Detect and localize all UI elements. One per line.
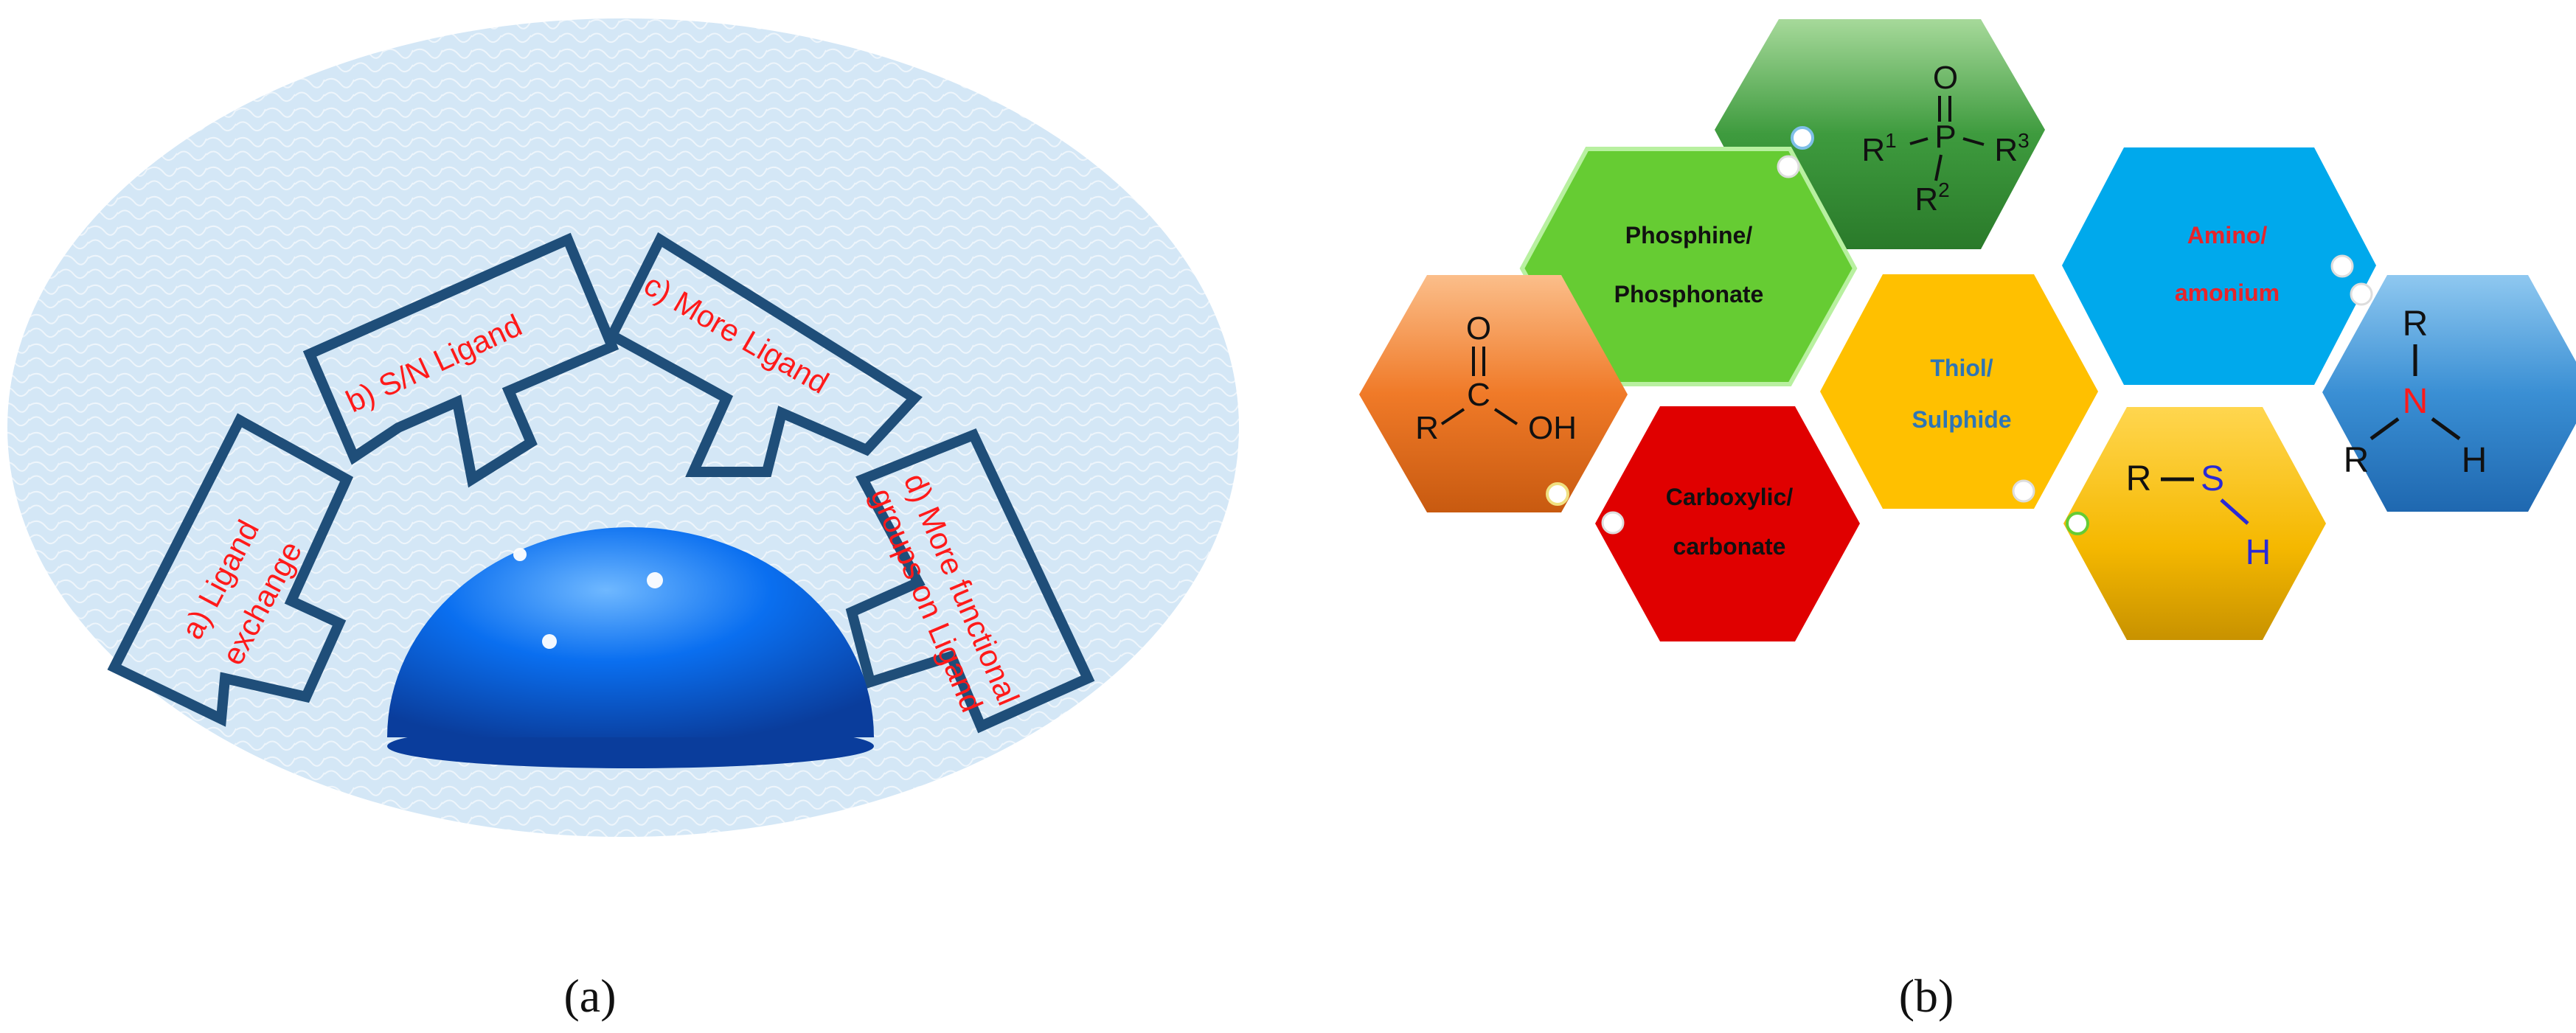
- hex-shape: [2062, 147, 2376, 385]
- r3-symbol: R: [1994, 132, 2018, 168]
- dome-highlight: [647, 572, 663, 588]
- dome-body: [387, 527, 874, 737]
- atom-o: O: [1466, 310, 1491, 347]
- bond: [2370, 417, 2400, 441]
- hex-phosphine-line1: Phosphine/: [1625, 222, 1753, 248]
- arrow-d-outline: [845, 428, 1095, 734]
- hex-thiol-structure: R S H: [2063, 407, 2326, 640]
- hex-shape: [2063, 407, 2326, 640]
- hex-dot: [1546, 482, 1569, 506]
- atom-r: R: [2126, 459, 2152, 498]
- hex-thiol-line2: Sulphide: [1912, 406, 2011, 433]
- arrow-a-outline: [107, 413, 354, 727]
- atom-p: P: [1934, 119, 1956, 155]
- atom-oh: OH: [1528, 410, 1577, 446]
- arrow-b-outline: [302, 232, 619, 488]
- arrow-c-outline: [605, 232, 923, 477]
- hex-carboxylic-structure: O C R OH: [1359, 275, 1628, 512]
- panel-a: a) Ligand exchange b) S/N Ligand c) More…: [7, 18, 1239, 1022]
- hex-thiol-line1: Thiol/: [1930, 355, 1993, 381]
- bond: [1962, 137, 1985, 146]
- hex-shape: [1359, 275, 1628, 512]
- substrate-ellipse: [7, 18, 1239, 837]
- dome-highlight: [513, 548, 527, 561]
- hex-amino: Amino/ amonium: [2062, 147, 2376, 385]
- r1-symbol: R: [1861, 132, 1885, 168]
- hex-carboxylic-line2: carbonate: [1673, 533, 1786, 560]
- atom-h: H: [2462, 441, 2488, 480]
- hex-shape: [2322, 275, 2576, 512]
- r1-sup: 1: [1885, 129, 1897, 152]
- hex-thiol: Thiol/ Sulphide: [1820, 274, 2098, 509]
- atom-n: N: [2403, 382, 2429, 421]
- hex-dot: [2012, 479, 2035, 503]
- atom-h: H: [2246, 533, 2271, 572]
- bond: [1493, 408, 1518, 425]
- hex-amino-line2: amonium: [2175, 279, 2280, 306]
- hex-shape: [1519, 147, 1858, 386]
- hex-carboxylic-line1: Carboxylic/: [1666, 484, 1794, 510]
- bond: [2431, 417, 2461, 441]
- bond: [1909, 137, 1928, 145]
- panel-b: O P R1 R3 R2 Phosphine/ Phosphonate: [1359, 19, 2576, 1022]
- r3-sup: 3: [2018, 129, 2030, 152]
- hex-phosphine-line2: Phosphonate: [1614, 281, 1764, 307]
- caption-a: (a): [563, 970, 616, 1022]
- hex-amino-line1: Amino/: [2187, 222, 2268, 248]
- atom-r1: R1: [1861, 129, 1896, 168]
- atom-o: O: [1933, 60, 1958, 96]
- hex-dot: [2066, 512, 2089, 535]
- caption-b: (b): [1899, 970, 1954, 1022]
- atom-r2: R2: [1914, 178, 1949, 218]
- hex-phosphine: Phosphine/ Phosphonate: [1519, 147, 1858, 386]
- r2-symbol: R: [1914, 181, 1938, 218]
- hex-dot: [2350, 282, 2373, 306]
- dome-highlight: [542, 634, 557, 649]
- hex-dot: [1777, 155, 1800, 178]
- r2-sup: 2: [1938, 178, 1950, 201]
- hex-dot: [2330, 254, 2354, 278]
- hex-shape: [1595, 406, 1860, 641]
- atom-r-top: R: [2403, 305, 2429, 344]
- nanoparticle-dome: [387, 527, 874, 768]
- hex-dot: [1601, 511, 1625, 535]
- bond: [2220, 498, 2249, 525]
- bond: [1440, 408, 1465, 425]
- atom-s: S: [2201, 459, 2224, 498]
- atom-r-left: R: [2344, 441, 2370, 480]
- hex-carboxylic: Carboxylic/ carbonate: [1595, 406, 1860, 641]
- bond: [1934, 154, 1943, 181]
- atom-r3: R3: [1994, 129, 2029, 168]
- hex-dot: [1791, 126, 1814, 150]
- hex-amine-structure: R N R H: [2322, 275, 2576, 512]
- hex-shape: [1820, 274, 2098, 509]
- atom-c: C: [1467, 377, 1490, 413]
- atom-r: R: [1415, 410, 1439, 446]
